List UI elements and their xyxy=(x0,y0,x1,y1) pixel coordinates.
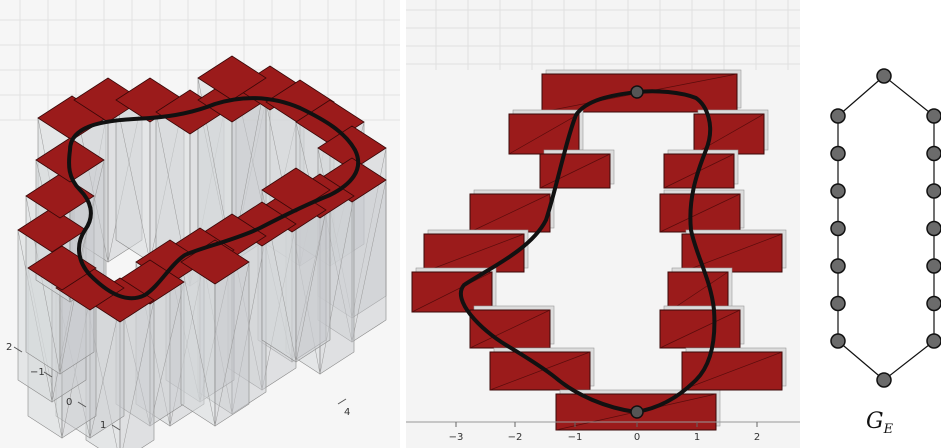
graph-node xyxy=(830,145,846,162)
graph-nodes xyxy=(830,68,941,388)
front-brick-diagonal xyxy=(681,233,783,273)
graph-edge xyxy=(883,75,935,117)
graph-edge xyxy=(837,340,885,381)
front-brick-diagonal xyxy=(411,271,493,313)
graph-node xyxy=(926,183,941,199)
graph-label-subscript: E xyxy=(883,422,894,437)
graph-edges xyxy=(837,75,935,381)
front-background-grid xyxy=(406,0,800,70)
graph-node xyxy=(830,333,846,349)
iso-glass-edge xyxy=(214,261,250,427)
front-brick-diagonal xyxy=(659,309,741,349)
graph-edge xyxy=(837,75,885,117)
iso-glass-edge xyxy=(122,299,155,448)
graph-edge xyxy=(883,340,935,381)
graph-label-main: G xyxy=(866,409,884,434)
iso-glass-edge xyxy=(180,261,216,427)
graph-node xyxy=(876,68,892,84)
iso-tick-label: 0 xyxy=(66,397,72,408)
front-brick-diagonal xyxy=(469,193,551,233)
graph-node xyxy=(926,295,941,312)
front-x-tick-label: 2 xyxy=(754,432,760,443)
graph-node xyxy=(926,258,941,274)
front-x-tick-label: 1 xyxy=(694,432,700,443)
graph-node xyxy=(926,333,941,349)
iso-tick-label: −1 xyxy=(30,367,45,378)
iso-glass-edge xyxy=(319,195,355,375)
graph-node xyxy=(830,295,846,312)
graph-node xyxy=(830,183,846,199)
front-view-panel: −3 −2 −1 0 1 2 xyxy=(406,0,800,448)
front-brick-diagonal xyxy=(659,193,741,233)
iso-glass-edge xyxy=(149,281,185,427)
front-x-tick-label: 0 xyxy=(634,432,640,443)
iso-tick-label: 1 xyxy=(100,420,106,431)
iso-glass-face xyxy=(119,299,155,448)
iso-glass-edge xyxy=(295,189,331,363)
front-brick-diagonal xyxy=(423,233,525,273)
front-loop-curve xyxy=(458,89,717,415)
graph-node xyxy=(926,108,941,124)
graph-label: GE xyxy=(866,409,894,437)
iso-tick-label: 2 xyxy=(6,342,12,353)
graph-node xyxy=(830,220,846,237)
iso-glass-edge xyxy=(351,179,387,343)
front-brick-diagonal xyxy=(469,309,551,349)
front-brick-diagonal xyxy=(489,351,591,391)
front-bricks xyxy=(411,69,787,431)
iso-axis-ticks xyxy=(13,346,347,431)
isometric-view-panel: 2 −1 0 1 4 xyxy=(0,0,400,448)
front-x-tick-label: −3 xyxy=(449,432,464,443)
graph-node xyxy=(926,145,941,162)
graph-node xyxy=(876,372,892,388)
graph-canvas: GE xyxy=(830,68,941,437)
graph-node xyxy=(830,258,846,274)
graph-node xyxy=(830,108,846,124)
front-x-ticks: −3 −2 −1 0 1 2 xyxy=(449,422,760,443)
front-curve-node xyxy=(630,405,644,419)
front-brick-diagonal xyxy=(681,351,783,391)
isometric-view-canvas: 2 −1 0 1 4 xyxy=(0,0,400,448)
front-x-tick-label: −2 xyxy=(508,432,523,443)
front-brick-diagonal xyxy=(539,153,611,189)
front-brick-diagonal xyxy=(508,113,580,155)
iso-loop-curve xyxy=(67,96,361,301)
front-brick-diagonal xyxy=(667,271,729,313)
iso-brick-top xyxy=(197,55,267,101)
graph-node xyxy=(926,220,941,237)
front-curve-node xyxy=(630,85,644,99)
iso-glass-edge xyxy=(115,99,151,263)
graph-panel: GE xyxy=(806,0,941,448)
iso-tick-label: 4 xyxy=(344,407,350,418)
front-view-canvas: −3 −2 −1 0 1 2 xyxy=(406,0,800,448)
front-x-tick-label: −1 xyxy=(568,432,583,443)
